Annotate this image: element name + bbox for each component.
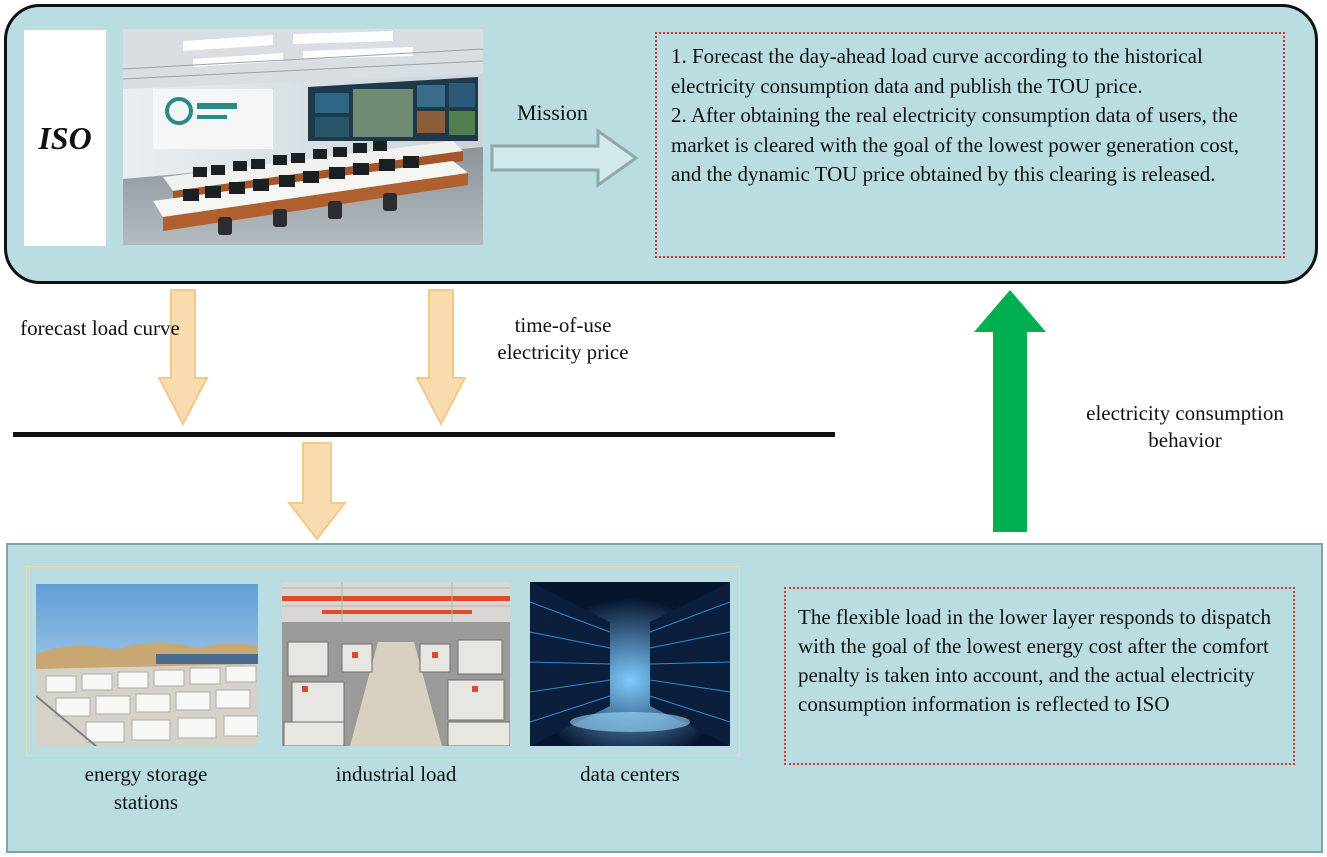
bus-down-arrow-icon bbox=[286, 442, 348, 541]
iso-label-box: ISO bbox=[24, 30, 106, 246]
iso-label: ISO bbox=[38, 120, 92, 156]
mission-arrow-icon bbox=[490, 128, 639, 188]
mission-label: Mission bbox=[517, 100, 588, 125]
load-response-box: The flexible load in the lower layer res… bbox=[784, 587, 1295, 765]
forecast-load-curve-label: forecast load curve bbox=[20, 316, 180, 340]
tou-price-label: time-of-use electricity price bbox=[497, 313, 629, 364]
behavior-up-arrow-icon bbox=[974, 290, 1046, 532]
mission-item-1: 1. Forecast the day-ahead load curve acc… bbox=[671, 44, 1203, 98]
caption-industrial-load: industrial load bbox=[335, 762, 457, 786]
mission-item-2: 2. After obtaining the real electricity … bbox=[671, 103, 1239, 186]
consumption-behavior-label: electricity consumption behavior bbox=[1086, 401, 1284, 452]
industrial-load-image bbox=[282, 582, 510, 746]
forecast-down-arrow-icon bbox=[157, 289, 209, 427]
mission-description-box: 1. Forecast the day-ahead load curve acc… bbox=[655, 32, 1285, 258]
caption-energy-storage: energy storage stations bbox=[84, 762, 208, 814]
tou-down-arrow-icon bbox=[415, 289, 467, 427]
control-room-image bbox=[123, 29, 483, 245]
load-response-text: The flexible load in the lower layer res… bbox=[798, 605, 1271, 716]
energy-storage-image bbox=[36, 584, 258, 746]
load-images-frame bbox=[26, 566, 740, 756]
bus-line bbox=[13, 432, 835, 437]
data-center-image bbox=[530, 582, 730, 746]
caption-data-centers: data centers bbox=[580, 762, 680, 786]
